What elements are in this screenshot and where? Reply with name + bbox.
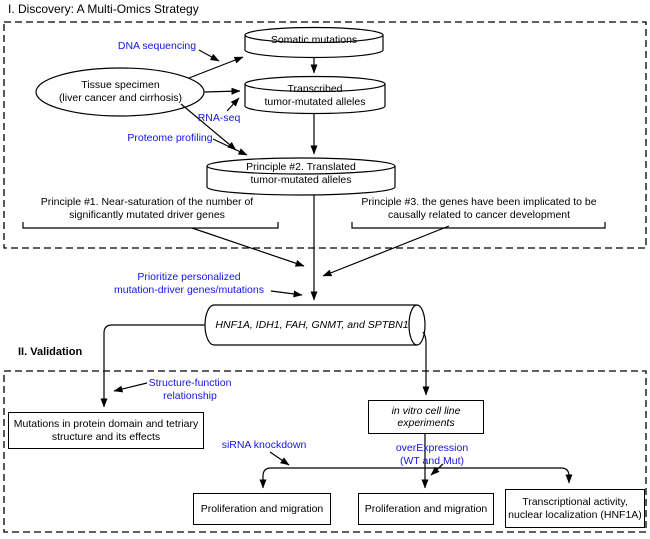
overexpression-arrow <box>430 463 444 476</box>
validation-section-title: II. Validation <box>18 346 83 358</box>
genes-to-mutations-box-connector <box>100 324 205 408</box>
principle3-text: Principle #3. the genes have been implic… <box>361 196 597 221</box>
transcribed-alleles-label: Transcribed tumor-mutated alleles <box>264 83 366 108</box>
transcriptional-activity-box: Transcriptional activity, nuclear locali… <box>505 489 645 528</box>
principle3-converge-arrow <box>322 225 450 277</box>
gene-list-cylinder <box>204 304 426 346</box>
ellipse-to-translated-arrow <box>180 103 237 151</box>
proliferation-migration-box-2: Proliferation and migration <box>358 493 494 525</box>
branch-to-proliferation1-connector <box>259 467 425 489</box>
structure-function-label: Structure-function relationship <box>148 377 232 402</box>
genes-to-invitro-connector <box>422 331 430 396</box>
rna-seq-label: RNA-seq <box>197 112 241 124</box>
prioritize-arrow <box>270 290 303 298</box>
transcribed-alleles-cylinder <box>244 75 386 115</box>
somatic-mutations-label: Somatic mutations <box>270 34 358 46</box>
gene-list-label: HNF1A, IDH1, FAH, GNMT, and SPTBN1 <box>215 319 409 331</box>
discovery-section-frame <box>3 21 647 249</box>
overexpression-label: overExpression (WT and Mut) <box>395 442 469 467</box>
somatic-mutations-cylinder <box>244 26 384 59</box>
ellipse-to-transcribed-arrow <box>203 87 241 95</box>
prioritize-label: Prioritize personalized mutation-driver … <box>114 271 264 296</box>
structure-function-arrow <box>113 382 148 393</box>
translated-alleles-cylinder <box>206 157 396 196</box>
mutations-structure-box: Mutations in protein domain and tetriary… <box>8 412 204 449</box>
principle1-text: Principle #1. Near-saturation of the num… <box>40 196 254 221</box>
principle1-converge-arrow <box>191 227 305 267</box>
translated-alleles-label: Principle #2. Translated tumor-mutated a… <box>246 161 356 186</box>
dna-sequencing-arrow <box>198 49 220 62</box>
tissue-specimen-label: Tissue specimen (liver cancer and cirrho… <box>58 79 183 104</box>
branch-to-transcriptional-connector <box>425 467 573 484</box>
principle3-bracket <box>351 222 606 229</box>
proteome-profiling-arrow <box>212 138 248 156</box>
principle1-bracket <box>22 222 279 229</box>
invitro-experiments-box: in vitro cell line experiments <box>368 400 484 434</box>
validation-section-frame <box>3 370 647 533</box>
proliferation-migration-box-1: Proliferation and migration <box>193 493 331 525</box>
ellipse-to-somatic-arrow <box>188 56 244 79</box>
sirna-knockdown-label: siRNA knockdown <box>221 439 307 451</box>
sirna-knockdown-arrow <box>269 451 290 466</box>
proteome-profiling-label: Proteome profiling <box>127 132 213 144</box>
rna-seq-arrow <box>226 97 240 112</box>
discovery-section-title: I. Discovery: A Multi-Omics Strategy <box>8 2 199 16</box>
dna-sequencing-label: DNA sequencing <box>117 40 197 52</box>
